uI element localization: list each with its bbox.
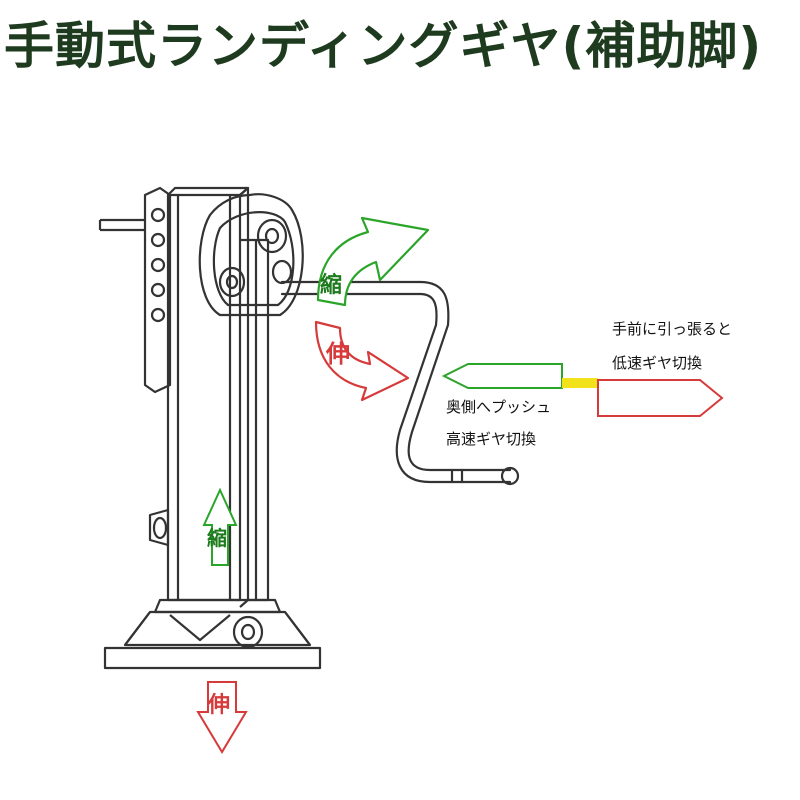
push-note-line2: 高速ギヤ切換 [446,430,536,448]
extend-down-arrow [196,681,248,754]
extend-curved-arrow [314,320,410,402]
push-arrow [441,363,563,389]
extend-label-bottom: 伸 [207,693,230,718]
shrink-label-top: 縮 [320,272,342,298]
gear-switch-connector [562,378,598,388]
push-note-line1: 奥側へプッシュ [446,398,551,416]
pull-note-line1: 手前に引っ張ると [612,320,732,338]
pull-arrow [597,379,724,417]
pull-note-line2: 低速ギヤ切換 [612,354,702,372]
extend-label-top: 伸 [325,340,350,368]
landing-gear-illustration [98,186,322,670]
shrink-label-leg: 縮 [207,526,227,550]
shrink-curved-arrow [316,216,430,307]
crank-handle [280,280,520,486]
diagram-title: 手動式ランディングギヤ(補助脚) [4,17,763,75]
shrink-up-arrow [202,487,238,566]
